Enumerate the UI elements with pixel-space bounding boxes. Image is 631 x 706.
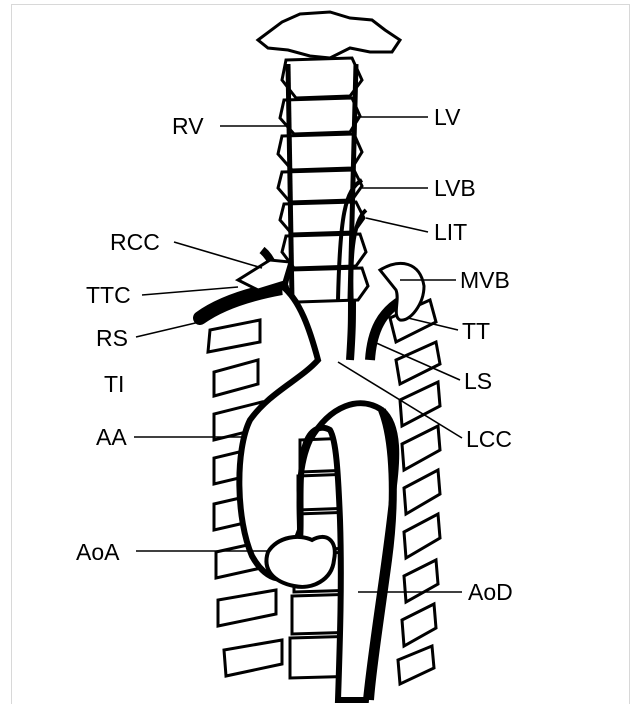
label-aa: AA xyxy=(96,424,127,450)
rs-leader xyxy=(136,320,208,337)
label-lcc: LCC xyxy=(466,426,512,452)
label-mvb: MVB xyxy=(460,267,510,293)
label-rv: RV xyxy=(172,113,204,139)
label-ls: LS xyxy=(464,368,492,394)
label-ti: TI xyxy=(104,371,124,397)
aortic-root xyxy=(266,537,334,587)
left-common-carotid xyxy=(350,300,352,360)
label-lv: LV xyxy=(434,104,461,130)
lit-leader xyxy=(366,218,428,232)
label-lvb: LVB xyxy=(434,175,476,201)
right-subclavian-artery xyxy=(200,288,282,318)
label-aod: AoD xyxy=(468,579,513,605)
rcc-leader xyxy=(174,242,262,268)
label-lit: LIT xyxy=(434,219,467,245)
skull-base xyxy=(258,12,400,58)
label-rs: RS xyxy=(96,325,128,351)
label-tt: TT xyxy=(462,318,490,344)
label-rcc: RCC xyxy=(110,229,160,255)
ttc-leader xyxy=(142,287,238,295)
label-ttc: TTC xyxy=(86,282,131,308)
left-ribs xyxy=(390,300,440,684)
label-aoa: AoA xyxy=(76,539,120,565)
